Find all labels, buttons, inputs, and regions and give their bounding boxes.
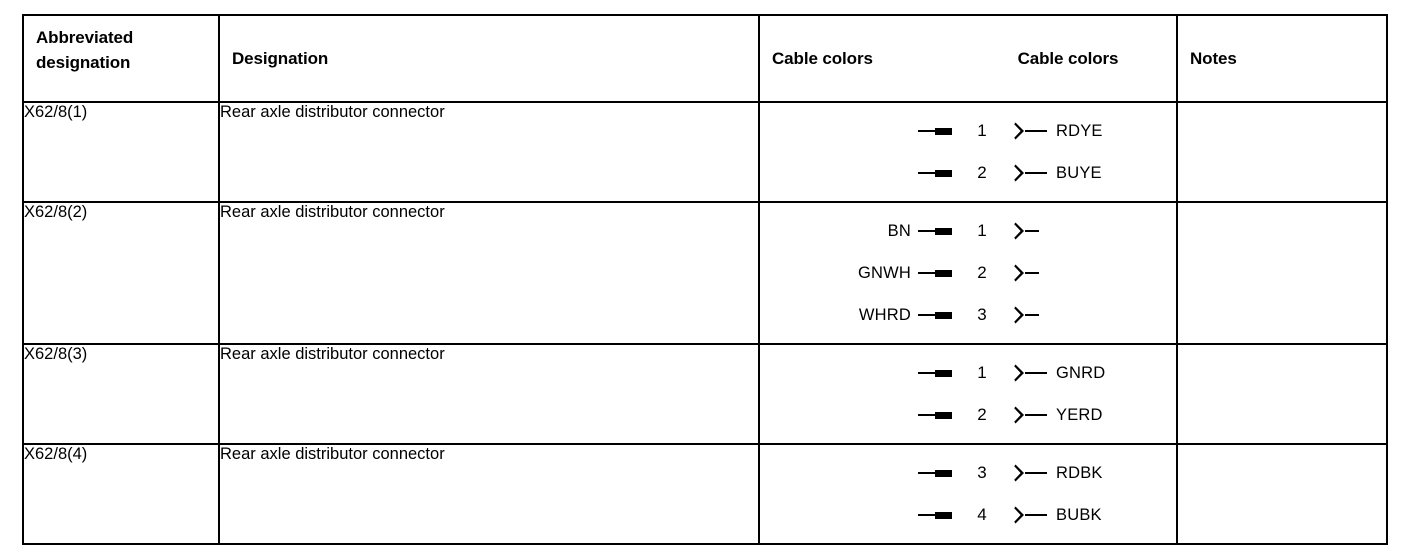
female-socket-terminal-icon [1014,364,1047,382]
pin-row: GNWH 2 [760,252,1176,294]
column-header-abbreviated-designation: Abbreviated designation [22,14,220,103]
cell-abbreviated-designation: X62/8(4) [22,443,220,545]
column-header-cable-colors: Cable colors Cable colors [758,14,1178,103]
pin-number: 3 [977,305,987,324]
pin-row: 3 RDBK [760,452,1176,494]
connector-wiring-table: Abbreviated designation Designation Cabl… [22,14,1388,545]
pin-list: 3 RDBK 4 BUBK [760,445,1176,543]
female-socket-terminal-icon [1014,164,1047,182]
female-socket-terminal-icon [1014,464,1047,482]
cell-abbreviated-designation: X62/8(1) [22,101,220,203]
cable-color-right-label: RDYE [1056,121,1103,140]
cell-designation: Rear axle distributor connector [218,201,760,345]
male-blade-terminal-icon [918,369,952,377]
male-blade-terminal-icon [918,311,952,319]
cell-notes [1176,343,1388,445]
cell-abbreviated-designation: X62/8(3) [22,343,220,445]
female-socket-terminal-icon [1014,264,1039,282]
pin-list: 1 RDYE 2 BUYE [760,103,1176,201]
cell-designation: Rear axle distributor connector [218,343,760,445]
pin-row: 4 BUBK [760,494,1176,536]
pin-left-group [760,511,960,519]
pin-row: 1 RDYE [760,110,1176,152]
cable-color-left-label: WHRD [858,305,911,324]
cell-cable-colors: 1 RDYE 2 BUYE [758,101,1178,203]
pin-number: 4 [977,505,987,524]
pin-left-group: BN [760,222,960,241]
pin-number: 3 [977,463,987,482]
pin-left-group [760,469,960,477]
pin-row: BN 1 [760,210,1176,252]
male-blade-terminal-icon [918,127,952,135]
cell-cable-colors: 3 RDBK 4 BUBK [758,443,1178,545]
pin-left-group [760,411,960,419]
pin-number: 1 [977,221,987,240]
pin-number: 2 [977,163,987,182]
female-socket-terminal-icon [1014,406,1047,424]
cable-color-right-label: YERD [1056,405,1103,424]
column-header-abbreviated-line2: designation [36,52,131,72]
cable-color-right-label: BUYE [1056,163,1102,182]
pin-number: 2 [977,263,987,282]
pin-left-group [760,169,960,177]
cable-color-right-label: GNRD [1056,363,1106,382]
pin-row: WHRD 3 [760,294,1176,336]
female-socket-terminal-icon [1014,222,1039,240]
column-header-abbreviated-line1: Abbreviated [36,28,134,47]
cable-color-left-label: GNWH [857,263,911,282]
cell-notes [1176,101,1388,203]
header-row: Abbreviated designation Designation Cabl… [22,14,1388,103]
column-header-notes: Notes [1176,14,1388,103]
pin-row: 1 GNRD [760,352,1176,394]
pin-left-group [760,369,960,377]
cable-color-right-label: BUBK [1056,505,1102,524]
male-blade-terminal-icon [918,469,952,477]
pin-left-group: WHRD [760,306,960,325]
cell-designation: Rear axle distributor connector [218,101,760,203]
pin-left-group [760,127,960,135]
female-socket-terminal-icon [1014,122,1047,140]
cell-designation: Rear axle distributor connector [218,443,760,545]
column-header-designation: Designation [218,14,760,103]
column-header-designation-label: Designation [232,48,329,68]
pin-left-group: GNWH [760,264,960,283]
pin-number: 1 [977,363,987,382]
column-header-notes-label: Notes [1190,48,1237,68]
document-page: Abbreviated designation Designation Cabl… [22,14,1388,545]
cell-abbreviated-designation: X62/8(2) [22,201,220,345]
pin-row: 2 YERD [760,394,1176,436]
cable-color-right-label: RDBK [1056,463,1103,482]
cell-notes [1176,201,1388,345]
female-socket-terminal-icon [1014,306,1039,324]
male-blade-terminal-icon [918,169,952,177]
table-header: Abbreviated designation Designation Cabl… [22,14,1388,103]
male-blade-terminal-icon [918,269,952,277]
column-header-cable-colors-right: Cable colors [1017,48,1119,68]
cable-color-left-label: BN [887,221,911,240]
cell-notes [1176,443,1388,545]
pin-list: 1 GNRD 2 YERD [760,345,1176,443]
cell-cable-colors: 1 GNRD 2 YERD [758,343,1178,445]
pin-row: 2 BUYE [760,152,1176,194]
male-blade-terminal-icon [918,411,952,419]
female-socket-terminal-icon [1014,506,1047,524]
column-header-cable-colors-left: Cable colors [772,48,873,68]
male-blade-terminal-icon [918,227,952,235]
male-blade-terminal-icon [918,511,952,519]
pin-number: 1 [977,121,987,140]
pin-number: 2 [977,405,987,424]
